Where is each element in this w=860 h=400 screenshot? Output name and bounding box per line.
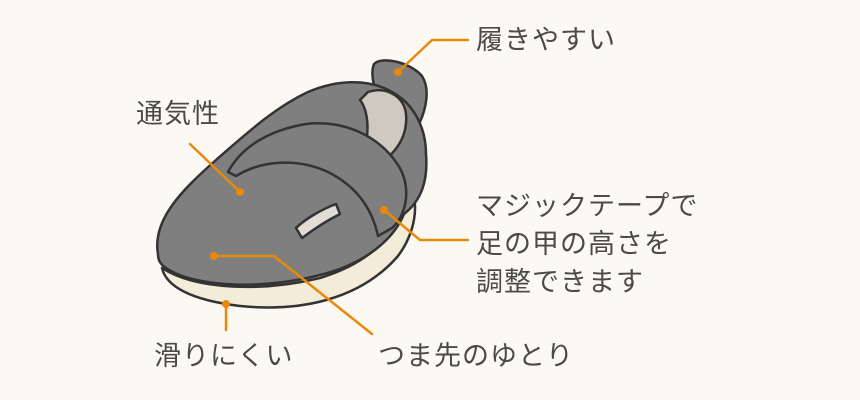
leader-easy-to-wear <box>396 38 470 74</box>
leader-toe-room <box>212 254 374 336</box>
dot-easy-to-wear <box>394 68 402 76</box>
leader-lines <box>188 38 470 336</box>
dot-velcro <box>380 206 388 214</box>
label-velcro-line-3: 調整できます <box>476 267 644 298</box>
shoe-sole <box>160 194 417 309</box>
dot-breathability <box>236 188 244 196</box>
label-easy-to-wear: 履きやすい <box>476 25 616 56</box>
label-velcro-line-2: 足の甲の高さを <box>476 229 672 260</box>
label-non-slip: 滑りにくい <box>154 341 294 372</box>
dot-non-slip <box>222 300 230 308</box>
label-toe-room: つま先のゆとり <box>378 341 574 372</box>
leader-breathability <box>188 142 242 194</box>
strap-slot <box>294 202 342 240</box>
label-breathability: 通気性 <box>136 99 220 130</box>
dot-toe-room <box>210 252 218 260</box>
leader-velcro <box>382 208 470 242</box>
label-velcro-line-1: マジックテープで <box>476 191 699 222</box>
shoe-illustration <box>155 59 428 309</box>
anchor-dots <box>210 68 402 308</box>
label-velcro-adjust: マジックテープで 足の甲の高さを 調整できます <box>476 188 716 302</box>
velcro-strap <box>226 122 408 238</box>
